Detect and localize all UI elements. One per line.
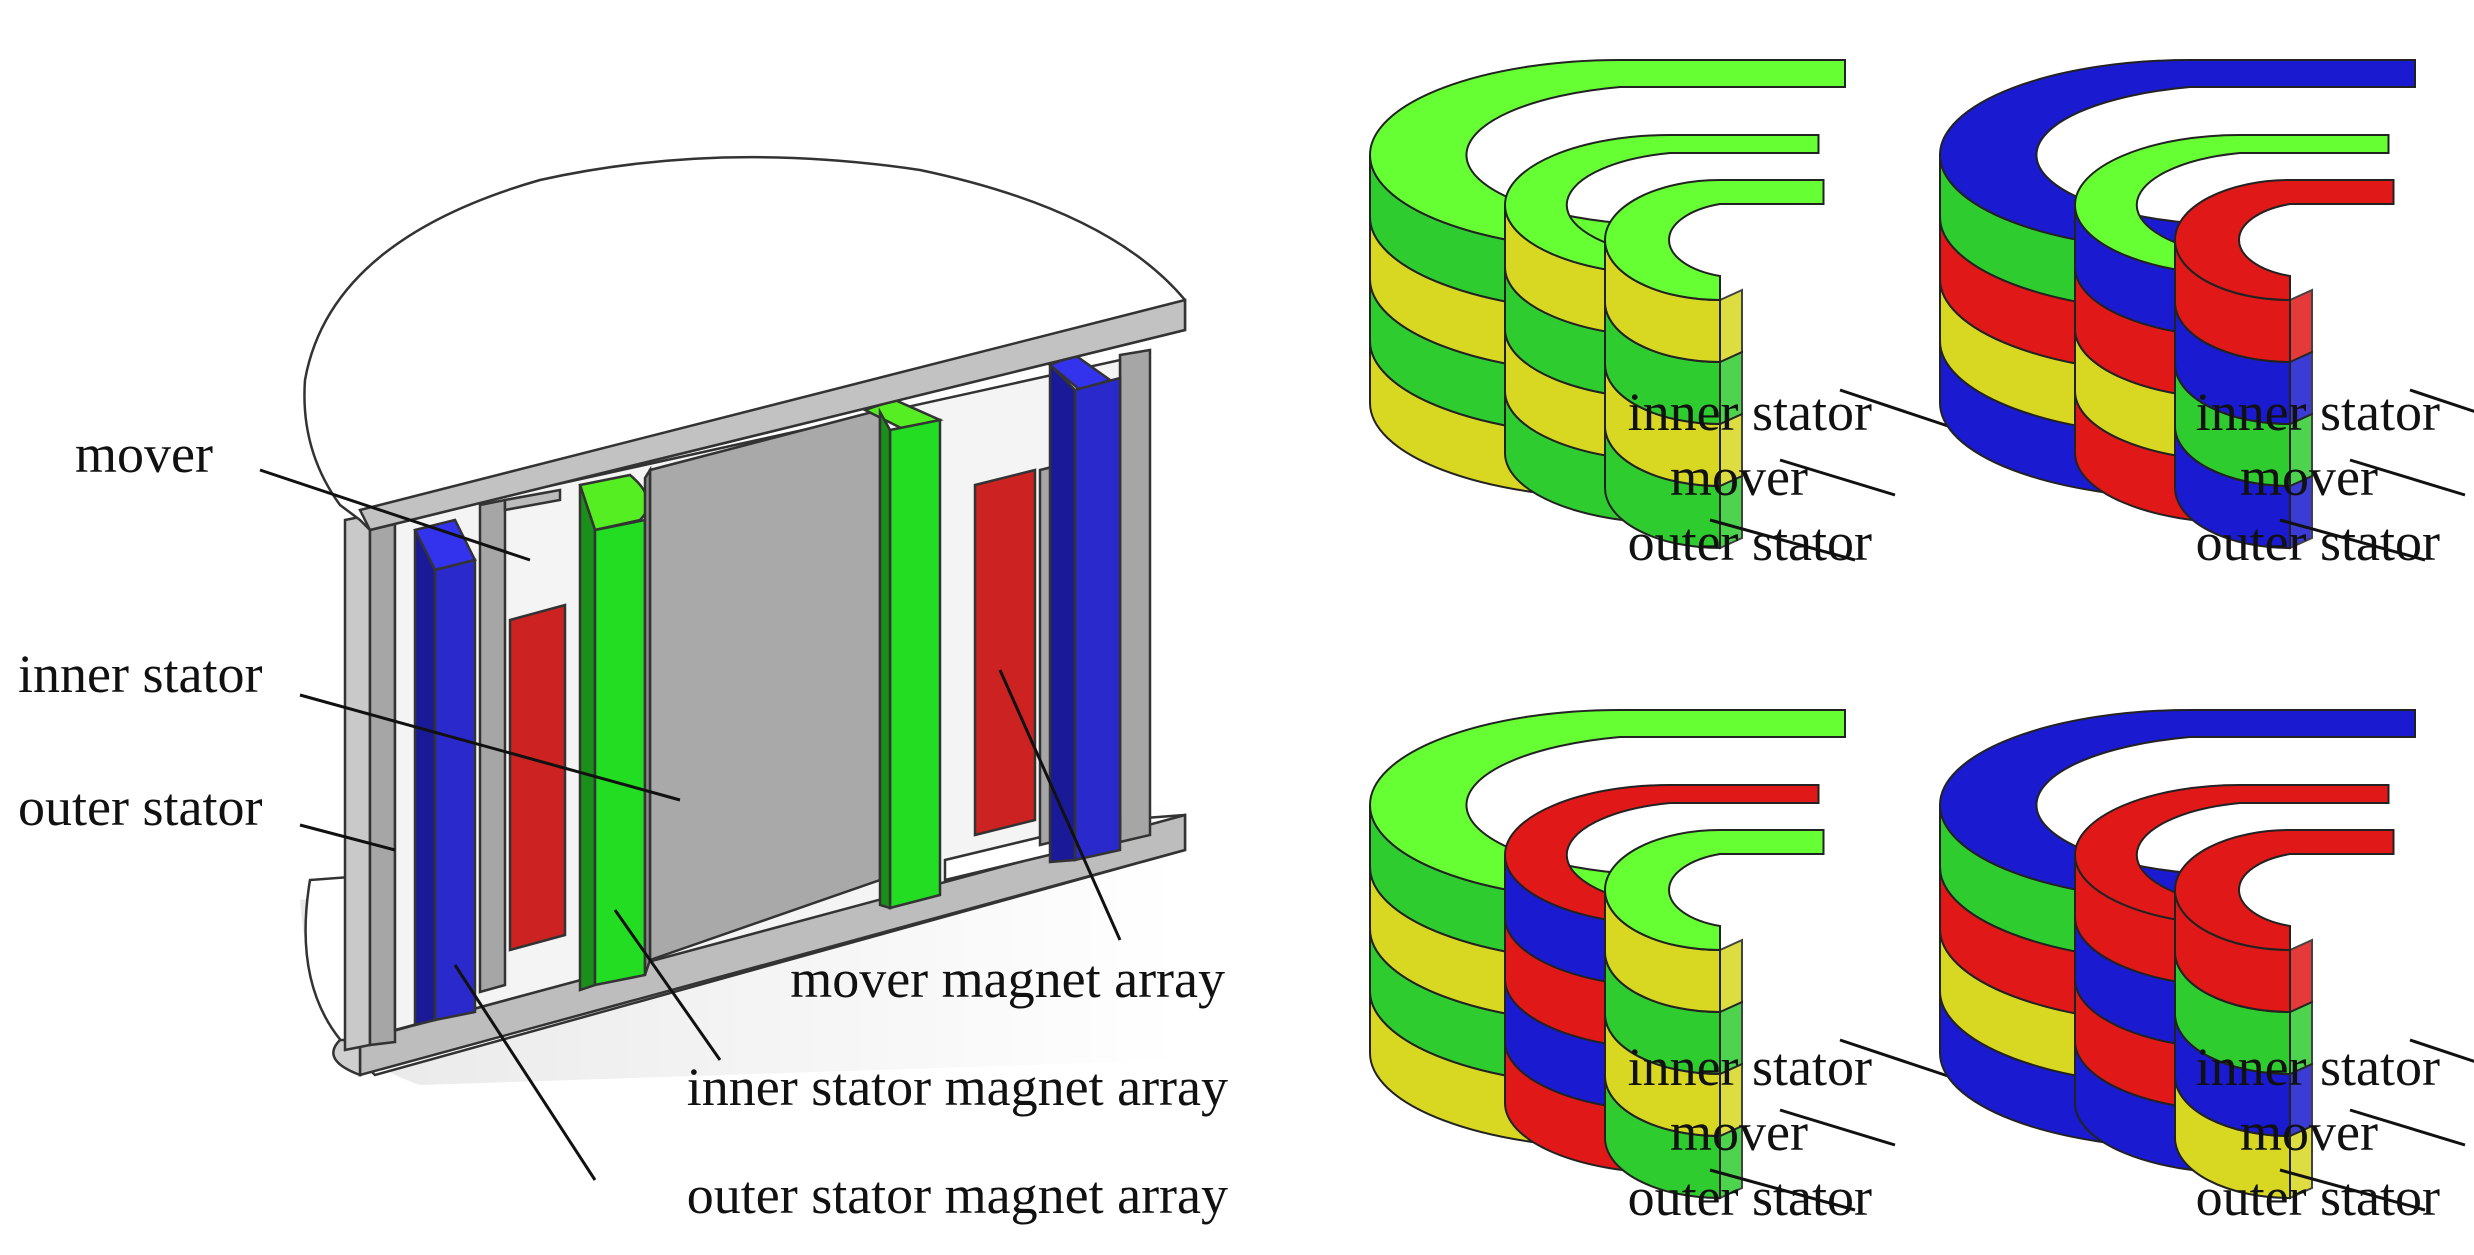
inner-stator-ring [2174, 179, 2395, 550]
leader-inner-stator [1839, 388, 1961, 432]
ring-variant-4 [1939, 709, 2474, 1212]
inner-stator-core [643, 408, 882, 976]
variant-2-label-inner-stator: inner stator [2196, 382, 2440, 442]
inner-stator-magnet-left [578, 473, 650, 992]
mover-magnet-left [508, 603, 567, 952]
variant-3-label-mover: mover [1670, 1102, 1808, 1162]
leader-inner-stator [2409, 1038, 2474, 1063]
leader-outer-stator [1709, 518, 1856, 562]
leader-outer-stator [1709, 1168, 1856, 1212]
variant-3-label-outer-stator: outer stator [1628, 1167, 1872, 1227]
ring-variant-1 [1369, 59, 1961, 562]
leader-inner-stator [2409, 388, 2474, 413]
variant-labels: inner stator mover outer stator inner st… [1628, 382, 2440, 1227]
leader-mover [1779, 1108, 1896, 1147]
variant-3-label-inner-stator: inner stator [1628, 1037, 1872, 1097]
outer-stator-magnet-left [413, 518, 477, 1027]
variant-4-label-outer-stator: outer stator [2196, 1167, 2440, 1227]
outer-stator-wall-left [343, 513, 372, 1052]
leader-inner-stator [1839, 1038, 1961, 1082]
leader-mover [2349, 1108, 2466, 1147]
inner-stator-ring [1604, 179, 1825, 550]
mover-top-plate [303, 155, 1187, 532]
ring-variant-2 [1939, 59, 2474, 562]
left-leader-lines [259, 468, 1122, 1181]
outer-stator-wall-right [1118, 348, 1152, 844]
inner-stator-ring [1604, 829, 1825, 1200]
variant-4-label-mover: mover [2240, 1102, 2378, 1162]
leader-mover [1779, 458, 1896, 497]
variant-2-label-outer-stator: outer stator [2196, 512, 2440, 572]
label-inner-stator-magnet-array: inner stator magnet array [687, 1057, 1228, 1117]
ring-variants [1369, 59, 2474, 1212]
leader-outer-stator [2279, 1168, 2426, 1212]
cross-section-figure [300, 155, 1187, 1085]
label-inner-stator: inner stator [18, 644, 262, 704]
left-labels: mover inner stator outer stator mover ma… [18, 424, 1228, 1225]
mover-wall-left [478, 498, 507, 994]
label-outer-stator: outer stator [18, 777, 262, 837]
inner-stator-ring [2174, 829, 2395, 1200]
variant-1-label-mover: mover [1670, 447, 1808, 507]
label-mover: mover [75, 424, 213, 484]
ring-variant-3 [1369, 709, 1961, 1212]
leader-mover [2349, 458, 2466, 497]
label-mover-magnet-array: mover magnet array [790, 949, 1225, 1009]
mover-magnet-right [973, 468, 1037, 837]
variant-1-label-outer-stator: outer stator [1628, 512, 1872, 572]
outer-stator-magnet-right [1047, 353, 1122, 864]
outer-stator-wall-left-face [368, 508, 397, 1047]
leader-outer-stator [2279, 518, 2426, 562]
label-outer-stator-magnet-array: outer stator magnet array [687, 1165, 1228, 1225]
variant-4-label-inner-stator: inner stator [2196, 1037, 2440, 1097]
variant-2-label-mover: mover [2240, 447, 2378, 507]
variant-1-label-inner-stator: inner stator [1628, 382, 1872, 442]
inner-stator-magnet-right [861, 398, 944, 910]
